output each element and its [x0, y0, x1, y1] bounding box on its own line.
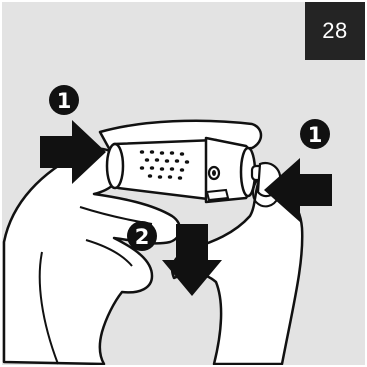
step-2-label: 2 — [135, 225, 150, 249]
step-1-right-marker: 1 — [300, 119, 330, 149]
step-1-right-label: 1 — [308, 123, 323, 147]
step-1-left-marker: 1 — [49, 85, 79, 115]
step-1-left-label: 1 — [57, 89, 72, 113]
step-2-marker: 2 — [127, 221, 157, 251]
page-number: 28 — [322, 18, 347, 44]
page-number-badge: 28 — [305, 2, 365, 60]
illustration-panel: 1 1 2 28 — [2, 2, 365, 365]
